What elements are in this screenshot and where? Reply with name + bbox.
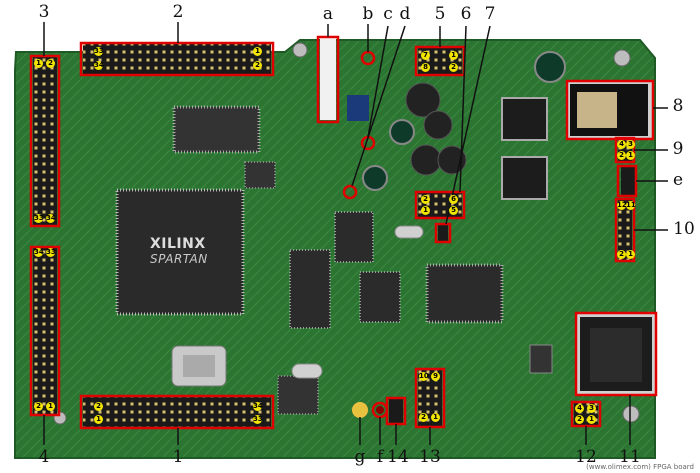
pin-marker: 34 — [34, 248, 44, 257]
label-g: g — [354, 447, 366, 467]
label-13: 13 — [419, 447, 441, 467]
header-1 — [83, 396, 271, 428]
pin-marker: 2 — [617, 250, 626, 259]
label-12: 12 — [575, 447, 597, 467]
fpga-chip — [115, 188, 245, 316]
header-2 — [83, 43, 271, 75]
chip-family-text: SPARTAN — [150, 252, 208, 266]
pin-marker: 2 — [94, 402, 103, 411]
pin-marker: 3 — [626, 140, 635, 149]
pin-marker: 2 — [46, 59, 55, 68]
label-11: 11 — [619, 447, 641, 467]
ram-chip — [172, 105, 261, 154]
pin-marker: 2 — [575, 415, 584, 424]
pin-marker: 1 — [626, 250, 635, 259]
label-4: 4 — [38, 447, 50, 467]
pin-marker: 33 — [94, 47, 104, 56]
header-4 — [33, 247, 57, 415]
label-f: f — [376, 447, 384, 467]
label-10: 10 — [673, 219, 695, 239]
pin-marker: 4 — [575, 404, 584, 413]
pin-marker: 1 — [46, 402, 55, 411]
label-8: 8 — [672, 96, 684, 116]
pin-marker: 33 — [34, 214, 44, 223]
pin-marker: 1 — [431, 413, 440, 422]
pin-marker: 33 — [253, 415, 263, 424]
pin-marker: 5 — [449, 206, 458, 215]
pin-marker: 1 — [34, 59, 43, 68]
pin-marker: 1 — [94, 415, 103, 424]
pin-marker: 2 — [419, 413, 428, 422]
pin-marker: 1 — [587, 415, 596, 424]
label-d: d — [399, 4, 411, 24]
pin-marker: 9 — [431, 372, 440, 381]
label-b: b — [362, 4, 374, 24]
pin-marker: 1 — [626, 151, 635, 160]
label-e: e — [672, 170, 684, 190]
pin-marker: 11 — [626, 201, 636, 210]
pin-marker: 12 — [617, 201, 627, 210]
label-c: c — [383, 4, 393, 24]
mcu-chip — [425, 263, 504, 324]
pin-marker: 2 — [449, 63, 458, 72]
pin-marker: 1 — [421, 206, 430, 215]
pin-marker: 1 — [449, 51, 458, 60]
pin-marker: 2 — [421, 195, 430, 204]
pin-marker: 2 — [34, 402, 43, 411]
pin-marker: 4 — [617, 140, 626, 149]
pin-marker: 7 — [421, 51, 430, 60]
pin-marker: 2 — [253, 61, 262, 70]
chip-brand-text: XILINX — [150, 236, 206, 252]
pin-marker: 3 — [587, 404, 596, 413]
pin-marker: 10 — [419, 372, 429, 381]
label-a: a — [322, 4, 334, 24]
pin-marker: 8 — [421, 63, 430, 72]
corner-caption: (www.olimex.com) FPGA board — [586, 463, 694, 471]
pin-marker: 6 — [449, 195, 458, 204]
label-2: 2 — [172, 2, 184, 22]
pin-marker: 2 — [617, 151, 626, 160]
pin-marker: 34 — [46, 214, 56, 223]
pin-marker: 34 — [253, 402, 263, 411]
label-7: 7 — [484, 4, 496, 24]
pin-marker: 33 — [46, 248, 56, 257]
label-3: 3 — [38, 2, 50, 22]
pin-marker: 1 — [253, 47, 262, 56]
label-9: 9 — [672, 139, 684, 159]
label-5: 5 — [434, 4, 446, 24]
label-6: 6 — [460, 4, 472, 24]
label-1: 1 — [172, 447, 184, 467]
pin-marker: 34 — [94, 61, 104, 70]
label-14: 14 — [387, 447, 409, 467]
header-3 — [33, 56, 57, 226]
